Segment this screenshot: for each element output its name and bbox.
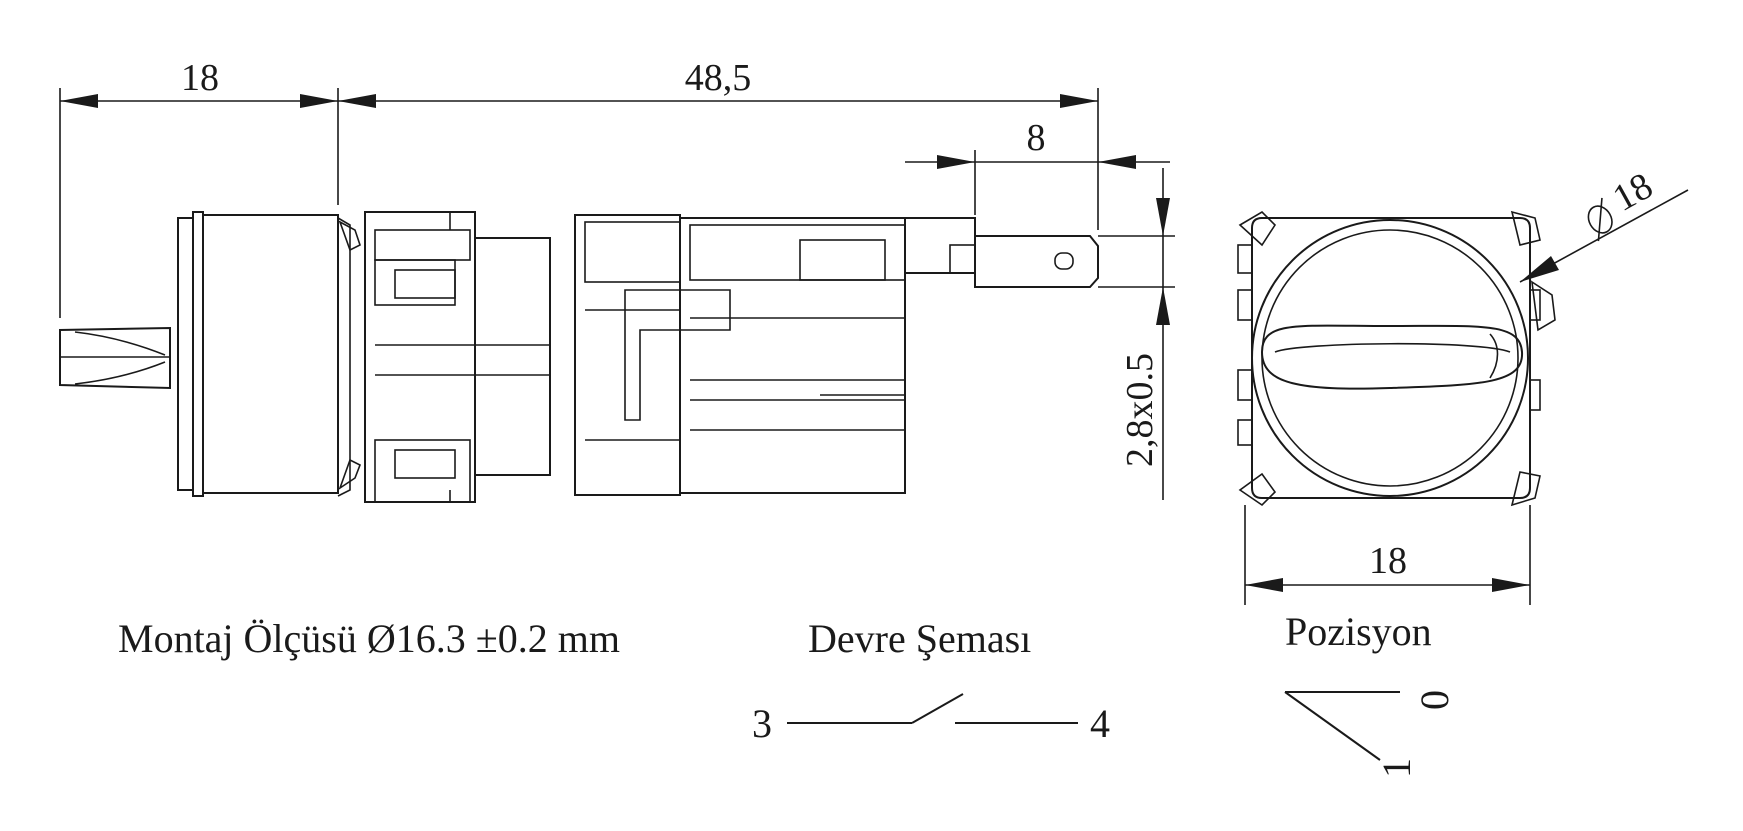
switch-body bbox=[574, 214, 906, 496]
lever-handle bbox=[59, 326, 171, 390]
position-1-label: 1 bbox=[1374, 758, 1419, 778]
diameter-icon bbox=[1587, 197, 1613, 242]
mounting-caption: Montaj Ölçüsü Ø16.3 ±0.2 mm bbox=[118, 616, 620, 661]
circuit-caption: Devre Şeması bbox=[808, 616, 1031, 661]
dim-terminal-length: 8 bbox=[1027, 117, 1046, 159]
dimension-lines bbox=[59, 88, 1175, 500]
dim-terminal-size: 2,8x0.5 bbox=[1119, 353, 1161, 467]
circuit-terminal-4: 4 bbox=[1090, 701, 1110, 746]
shaft bbox=[475, 237, 551, 476]
circuit-diagram bbox=[787, 693, 1078, 724]
dim-front-diameter: 18 bbox=[1606, 165, 1660, 220]
bezel-flange bbox=[177, 211, 362, 497]
dim-handle-length: 18 bbox=[181, 57, 219, 99]
mounting-nut bbox=[364, 211, 476, 503]
front-dimensions bbox=[1244, 189, 1689, 605]
position-0-label: 0 bbox=[1412, 690, 1457, 710]
position-diagram bbox=[1284, 691, 1400, 761]
circuit-terminal-3: 3 bbox=[752, 701, 772, 746]
dim-front-width: 18 bbox=[1369, 540, 1407, 582]
front-view bbox=[1237, 210, 1556, 507]
terminal bbox=[904, 217, 1099, 288]
position-caption: Pozisyon bbox=[1285, 609, 1432, 654]
dim-body-length: 48,5 bbox=[685, 57, 752, 99]
side-view bbox=[59, 211, 1099, 503]
